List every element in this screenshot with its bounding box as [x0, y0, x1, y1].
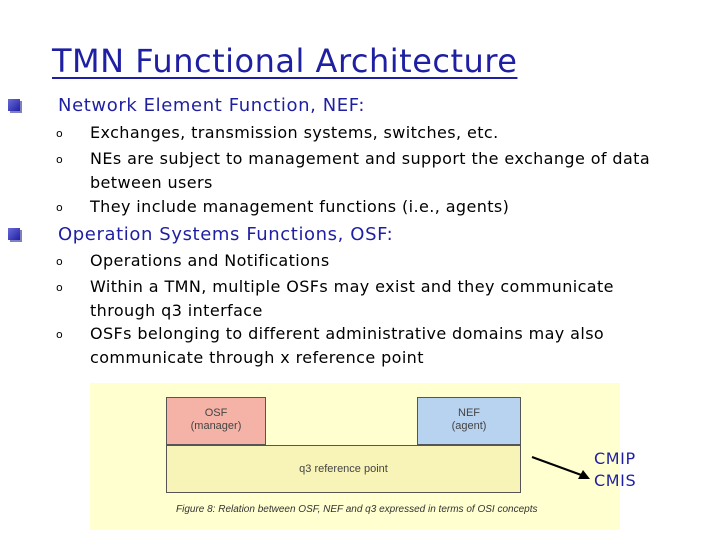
- list-item-text: Exchanges, transmission systems, switche…: [90, 123, 499, 142]
- osf-label: OSF: [204, 407, 228, 419]
- nef-label: NEF: [458, 407, 480, 419]
- list-item-text-cont: between users: [90, 173, 213, 192]
- cmip-label: CMIP: [594, 449, 636, 468]
- list-item-text: NEs are subject to management and suppor…: [90, 149, 651, 168]
- list-item: o Within a TMN, multiple OSFs may exist …: [56, 275, 614, 323]
- list-item-text: OSFs belonging to different administrati…: [90, 324, 605, 343]
- section-heading-osf: Operation Systems Functions, OSF:: [8, 224, 394, 245]
- list-item: o Exchanges, transmission systems, switc…: [56, 121, 499, 145]
- list-item-text: They include management functions (i.e.,…: [90, 197, 510, 216]
- circle-bullet-icon: o: [56, 153, 64, 166]
- list-item-text: Within a TMN, multiple OSFs may exist an…: [90, 277, 614, 296]
- list-item-text: Operations and Notifications: [90, 251, 330, 270]
- list-item: o OSFs belonging to different administra…: [56, 322, 605, 370]
- circle-bullet-icon: o: [56, 328, 64, 341]
- nef-agent-box: NEF (agent): [417, 397, 521, 445]
- page-title: TMN Functional Architecture: [52, 42, 518, 80]
- circle-bullet-icon: o: [56, 255, 64, 268]
- nef-role: (agent): [451, 420, 487, 432]
- osf-role: (manager): [190, 420, 242, 432]
- circle-bullet-icon: o: [56, 127, 64, 140]
- list-item: o NEs are subject to management and supp…: [56, 147, 651, 195]
- list-item-text-cont: communicate through x reference point: [90, 348, 424, 367]
- section-heading-text: Operation Systems Functions, OSF:: [58, 224, 394, 245]
- figure-caption: Figure 8: Relation between OSF, NEF and …: [176, 504, 538, 515]
- list-item-text-cont: through q3 interface: [90, 301, 263, 320]
- cmis-label: CMIS: [594, 471, 637, 490]
- q3-reference-point-box: q3 reference point: [166, 445, 521, 493]
- circle-bullet-icon: o: [56, 281, 64, 294]
- architecture-figure: OSF (manager) NEF (agent) q3 reference p…: [90, 383, 620, 530]
- circle-bullet-icon: o: [56, 201, 64, 214]
- reference-label: q3 reference point: [299, 463, 388, 475]
- section-heading-nef: Network Element Function, NEF:: [8, 95, 365, 116]
- square-bullet-icon: [8, 228, 20, 240]
- arrow-icon: [531, 456, 590, 479]
- list-item: o Operations and Notifications: [56, 249, 330, 273]
- list-item: o They include management functions (i.e…: [56, 195, 510, 219]
- osf-manager-box: OSF (manager): [166, 397, 266, 445]
- section-heading-text: Network Element Function, NEF:: [58, 95, 365, 116]
- square-bullet-icon: [8, 99, 20, 111]
